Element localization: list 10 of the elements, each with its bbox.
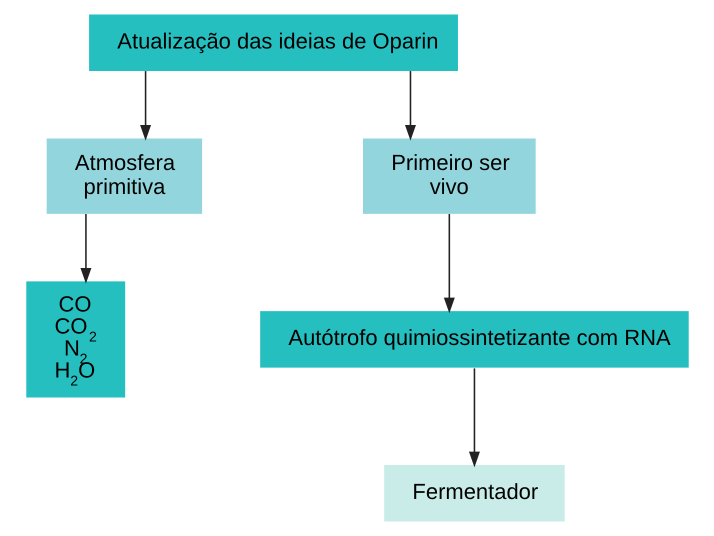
node-box: Atmosfera primitiva bbox=[46, 138, 202, 214]
arrow bbox=[443, 214, 454, 314]
node-box: Fermentador bbox=[384, 465, 564, 522]
node-box: Autótrofo quimiossintetizante com RNA bbox=[260, 311, 688, 368]
arrow bbox=[404, 71, 416, 141]
arrow bbox=[80, 214, 91, 284]
arrow bbox=[140, 71, 151, 141]
arrow bbox=[468, 368, 480, 468]
node-box: Atualização das ideias de Oparin bbox=[88, 14, 458, 71]
node-box: Primeiro ser vivo bbox=[362, 138, 536, 214]
